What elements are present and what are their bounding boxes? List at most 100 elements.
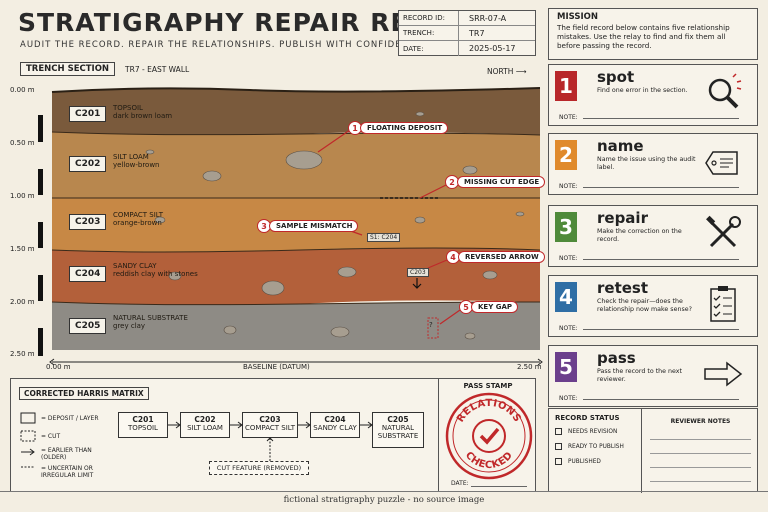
step-number: 4 xyxy=(555,282,577,312)
arrow-right-icon xyxy=(704,361,743,387)
layer-desc: yellow-brown xyxy=(113,161,160,169)
stones xyxy=(145,111,525,340)
step-number: 1 xyxy=(555,71,577,101)
legend-cut: = CUT xyxy=(41,433,61,440)
page-title: STRATIGRAPHY REPAIR RELAY xyxy=(18,8,463,37)
step-number: 3 xyxy=(555,212,577,242)
harris-matrix-title: CORRECTED HARRIS MATRIX xyxy=(19,387,149,400)
relations-checked-stamp[interactable]: RELATIONS CHECKED xyxy=(445,392,533,480)
step-desc: Pass the record to the next reviewer. xyxy=(597,368,682,383)
checkmark-icon xyxy=(479,427,500,445)
step-pass[interactable]: 5 pass Pass the record to the next revie… xyxy=(548,345,758,407)
layer-id-c202[interactable]: C202 xyxy=(69,156,107,172)
layer-desc: reddish clay with stones xyxy=(113,270,198,278)
step-word: repair xyxy=(597,209,648,227)
matrix-box-name: SANDY CLAY xyxy=(313,424,357,432)
callout-label: KEY GAP xyxy=(471,301,519,313)
status-ready-to-publish[interactable]: READY TO PUBLISH xyxy=(555,443,624,450)
note-label: NOTE: xyxy=(559,114,578,121)
callout-label: MISSING CUT EDGE xyxy=(457,176,546,188)
layer-title: SANDY CLAY xyxy=(113,262,157,270)
reviewer-notes[interactable]: REVIEWER NOTES xyxy=(641,409,759,493)
trench-label: TRENCH: xyxy=(399,26,459,40)
step-name[interactable]: 2 name Name the issue using the audit la… xyxy=(548,133,758,195)
matrix-box-name: TOPSOIL xyxy=(128,424,158,432)
note-field[interactable] xyxy=(583,187,739,188)
layer-desc: orange-brown xyxy=(113,219,162,227)
trench-section-header: TRENCH SECTION TR7 - EAST WALL xyxy=(20,62,189,76)
layer-desc: grey clay xyxy=(113,322,146,330)
checkbox-icon xyxy=(555,443,562,450)
legend-earlier: = EARLIER THAN (OLDER) xyxy=(41,447,92,461)
checklist-icon xyxy=(710,286,736,322)
callout-reversed-arrow[interactable]: 4 REVERSED ARROW xyxy=(446,250,545,264)
layer-id-c201[interactable]: C201 xyxy=(69,106,107,122)
footer-divider xyxy=(0,491,768,492)
matrix-cut-feature[interactable]: CUT FEATURE (REMOVED) xyxy=(209,461,309,475)
status-published[interactable]: PUBLISHED xyxy=(555,458,601,465)
record-id-value[interactable]: SRR-07-A xyxy=(469,13,507,23)
step-repair[interactable]: 3 repair Make the correction on the reco… xyxy=(548,205,758,267)
matrix-box-id: C205 xyxy=(387,415,409,424)
step-desc: Make the correction on the record. xyxy=(597,228,682,243)
record-info-table: RECORD ID:SRR-07-A TRENCH:TR7 DATE:2025-… xyxy=(398,10,536,56)
pass-stamp-title: PASS STAMP xyxy=(463,382,513,390)
step-word: retest xyxy=(597,279,649,297)
depth-label: 0.50 m xyxy=(10,139,35,147)
note-field[interactable] xyxy=(583,399,739,400)
legend-deposit: = DEPOSIT / LAYER xyxy=(41,415,99,422)
matrix-arrows xyxy=(168,421,373,461)
record-id-label: RECORD ID: xyxy=(399,11,459,25)
step-spot[interactable]: 1 spot Find one error in the section. NO… xyxy=(548,64,758,126)
callout-floating-deposit[interactable]: 1 FLOATING DEPOSIT xyxy=(348,121,449,135)
stamp-date-field[interactable] xyxy=(471,486,527,487)
depth-label: 0.00 m xyxy=(10,86,35,94)
tools-icon xyxy=(706,215,741,248)
reversed-arrow-mark xyxy=(412,278,422,289)
note-field[interactable] xyxy=(583,329,739,330)
key-gap-box xyxy=(427,317,439,339)
layer-c205 xyxy=(52,302,540,350)
key-gap-mark: ? xyxy=(429,321,433,329)
checkbox-icon xyxy=(555,428,562,435)
trench-value[interactable]: TR7 xyxy=(469,28,485,38)
matrix-box-id: C203 xyxy=(259,415,281,424)
layer-id-c204[interactable]: C204 xyxy=(69,266,107,282)
note-field[interactable] xyxy=(583,259,739,260)
note-label: NOTE: xyxy=(559,325,578,332)
x-start-label: 0.00 m xyxy=(46,363,71,371)
matrix-box-name: SILT LOAM xyxy=(187,424,223,432)
note-label: NOTE: xyxy=(559,395,578,402)
checkbox-icon xyxy=(555,458,562,465)
reviewer-notes-title: REVIEWER NOTES xyxy=(670,418,731,425)
layer-id-c205[interactable]: C205 xyxy=(69,318,107,334)
north-indicator: NORTH ⟶ xyxy=(487,67,527,76)
step-word: spot xyxy=(597,68,635,86)
status-needs-revision[interactable]: NEEDS REVISION xyxy=(555,428,617,435)
callout-label: FLOATING DEPOSIT xyxy=(360,122,449,134)
record-status-title: RECORD STATUS xyxy=(555,414,620,422)
depth-label: 1.50 m xyxy=(10,245,35,253)
legend-uncertain: = UNCERTAIN OR IRREGULAR LIMIT xyxy=(41,465,94,479)
step-retest[interactable]: 4 retest Check the repair—does the relat… xyxy=(548,275,758,337)
callout-sample-mismatch[interactable]: 3 SAMPLE MISMATCH xyxy=(257,219,359,233)
matrix-box-id: C201 xyxy=(132,415,154,424)
layer-id-c203[interactable]: C203 xyxy=(69,214,107,230)
date-value[interactable]: 2025-05-17 xyxy=(469,44,516,53)
callout-key-gap[interactable]: 5 KEY GAP xyxy=(459,300,519,314)
note-label: NOTE: xyxy=(559,183,578,190)
note-field[interactable] xyxy=(583,118,739,119)
baseline-label: BASELINE (DATUM) xyxy=(243,363,310,371)
layer-title: TOPSOIL xyxy=(113,104,143,112)
layer-desc: dark brown loam xyxy=(113,112,173,120)
legend-symbols xyxy=(20,412,36,468)
callout-missing-cut-edge[interactable]: 2 MISSING CUT EDGE xyxy=(445,175,546,189)
